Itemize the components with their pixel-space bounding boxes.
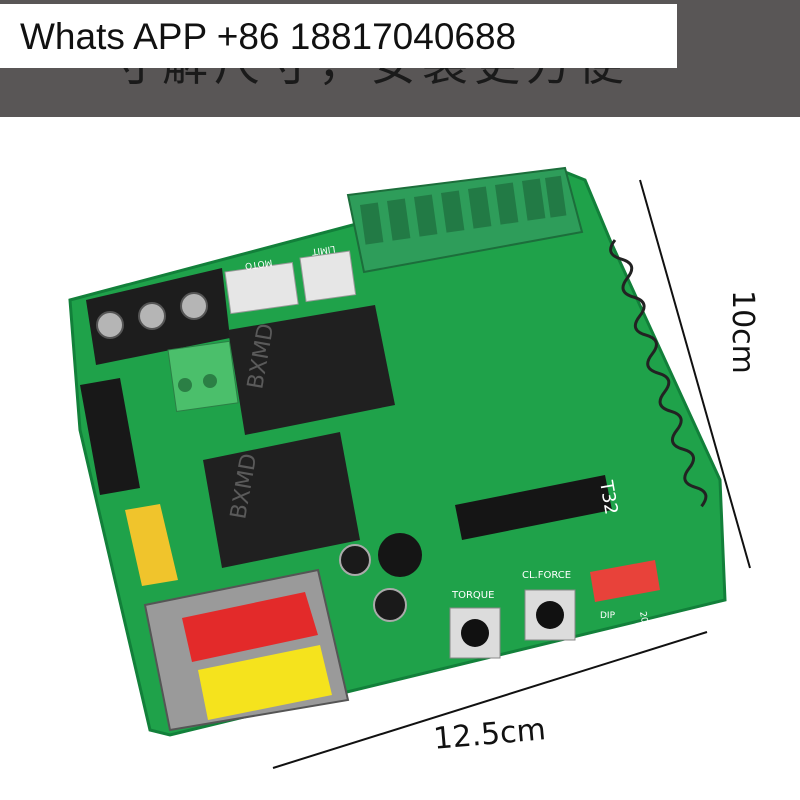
height-dimension-line [639, 179, 751, 569]
electrolytic-capacitor-1 [339, 544, 371, 576]
fuse-holder [80, 378, 140, 495]
product-photo: MOTO LIMIT BXMD BXMD TORQUE CL.FORCE DIP [68, 166, 751, 769]
yellow-capacitor [125, 504, 178, 586]
terminal-strip-top [346, 166, 584, 274]
moto-connector [224, 261, 299, 315]
antenna-coil [609, 239, 708, 508]
small-terminal [167, 340, 239, 412]
buzzer [378, 533, 422, 577]
limit-connector [299, 250, 357, 303]
dip-label: DIP [600, 611, 616, 621]
electrolytic-capacitor-2 [373, 588, 407, 622]
relay-2: BXMD [203, 432, 360, 568]
top-banner: 寸解尺寸，安装更方便 Whats APP +86 18817040688 [0, 0, 800, 117]
torque-label: TORQUE [451, 590, 494, 601]
transformer [143, 568, 350, 732]
contact-box: Whats APP +86 18817040688 [0, 4, 677, 68]
force-label: CL.FORCE [522, 570, 571, 581]
torque-potentiometer [449, 607, 501, 659]
relay-1: BXMD [228, 305, 395, 435]
moto-label: MOTO [244, 257, 273, 271]
width-dimension-line [272, 631, 708, 769]
force-potentiometer [524, 589, 576, 641]
power-terminal-block [86, 268, 230, 365]
contact-text: Whats APP +86 18817040688 [20, 16, 517, 57]
ic-chip [455, 475, 612, 540]
height-dimension-label: 10cm [725, 290, 760, 374]
limit-label: LIMIT [311, 243, 336, 256]
